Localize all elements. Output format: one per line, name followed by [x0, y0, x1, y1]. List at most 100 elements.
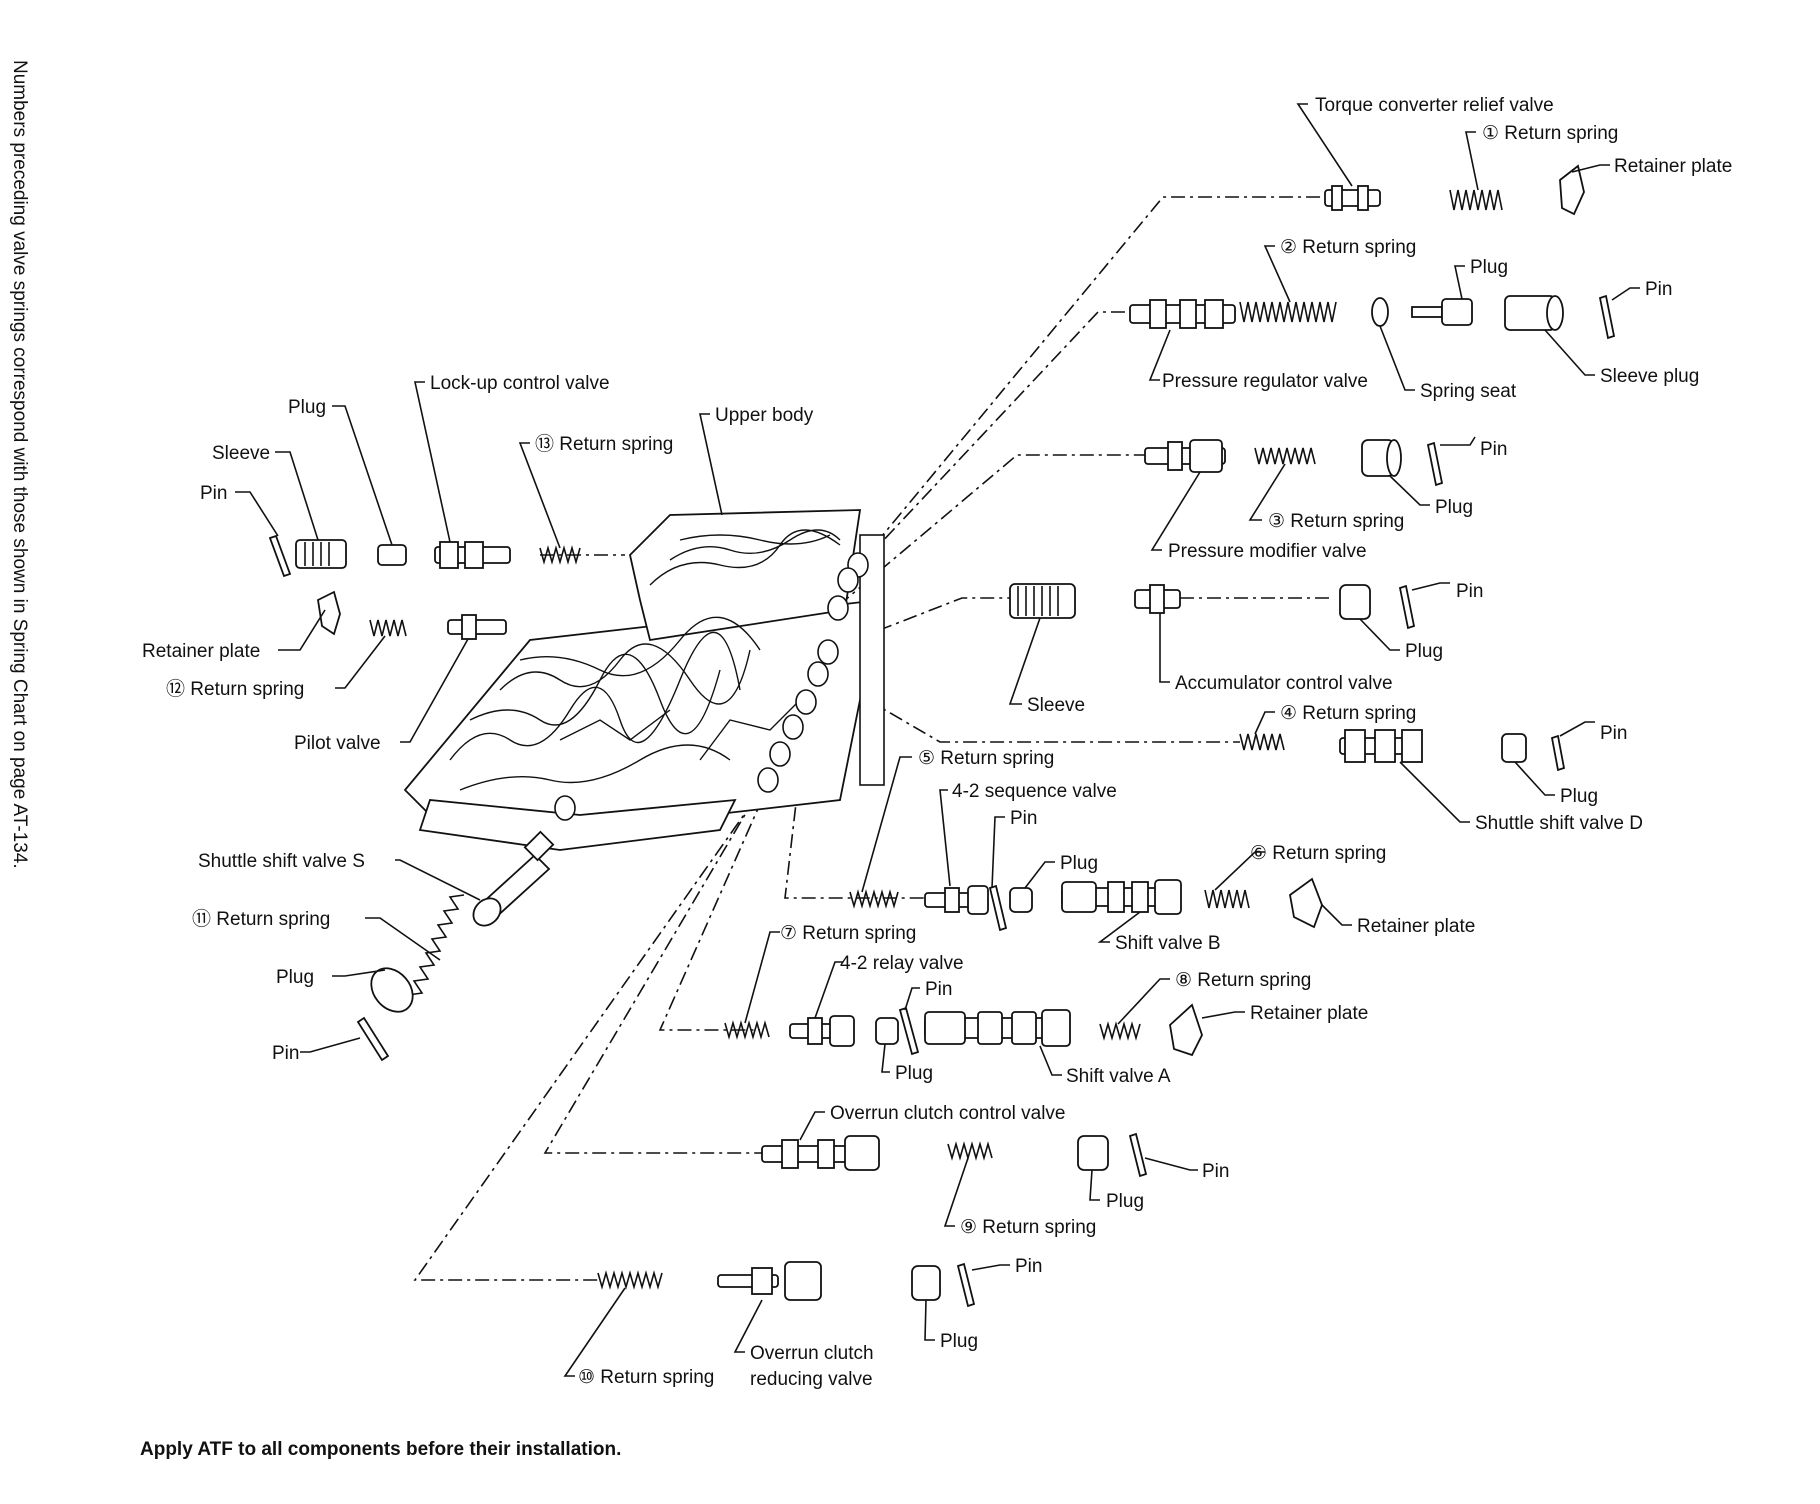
accumulator-control-valve-part [1134, 584, 1181, 614]
label-shuttle-shift-valve-d: Shuttle shift valve D [1475, 813, 1643, 834]
label-return-spring-1: ① Return spring [1482, 123, 1618, 144]
label-pin-reducing: Pin [1015, 1256, 1042, 1277]
overrun-clutch-control-valve-part [761, 1135, 880, 1171]
label-return-spring-11: ⑪ Return spring [192, 908, 330, 930]
label-plug-reducing: Plug [940, 1331, 978, 1352]
label-shift-valve-a: Shift valve A [1066, 1066, 1171, 1087]
return-spring-2-part [1239, 301, 1337, 323]
label-plug-relay: Plug [895, 1063, 933, 1084]
label-sleeve-plug: Sleeve plug [1600, 366, 1699, 387]
lock-up-control-valve-part [434, 541, 511, 569]
plug-shuttle-d-part [1501, 733, 1527, 763]
label-relay-valve-4-2: 4-2 relay valve [840, 953, 964, 974]
label-return-spring-12: ⑫ Return spring [166, 678, 304, 700]
label-sleeve-left: Sleeve [212, 443, 270, 464]
pin-relay-part [898, 1006, 920, 1056]
sleeve-plug-part [1504, 295, 1564, 331]
label-plug-accumulator: Plug [1405, 641, 1443, 662]
label-pressure-regulator-valve: Pressure regulator valve [1162, 371, 1368, 392]
side-note: Numbers preceding valve springs correspo… [9, 60, 30, 869]
footer-note: Apply ATF to all components before their… [140, 1439, 621, 1460]
return-spring-8-part [1099, 1021, 1141, 1041]
relay-valve-4-2-part [789, 1015, 855, 1047]
pin-top-part [1598, 294, 1616, 340]
label-plug-top: Plug [1470, 257, 1508, 278]
label-sleeve-accumulator: Sleeve [1027, 695, 1085, 716]
label-pilot-valve: Pilot valve [294, 733, 381, 754]
label-return-spring-3: ③ Return spring [1268, 511, 1404, 532]
sleeve-accumulator-part [1009, 583, 1076, 619]
pin-left-part [268, 534, 292, 578]
return-spring-11-part [407, 894, 465, 996]
label-overrun-clutch: Overrun clutch [750, 1343, 874, 1364]
plug-modifier-part [1361, 439, 1402, 477]
torque-converter-relief-valve-part [1324, 185, 1381, 211]
label-plug-overrun: Plug [1106, 1191, 1144, 1212]
shift-valve-a-part [924, 1009, 1071, 1047]
return-spring-13-part [539, 545, 581, 565]
components [268, 164, 1616, 1308]
label-accumulator-control-valve: Accumulator control valve [1175, 673, 1393, 694]
return-spring-5-part [849, 889, 899, 909]
label-return-spring-8: ⑧ Return spring [1175, 970, 1311, 991]
plug-top-part [1411, 298, 1473, 326]
label-return-spring-13: ⑬ Return spring [535, 433, 673, 455]
label-retainer-plate-a: Retainer plate [1250, 1003, 1368, 1024]
label-pin-shuttle-d: Pin [1600, 723, 1627, 744]
labels: Torque converter relief valve ① Return s… [142, 95, 1732, 1390]
label-upper-body: Upper body [715, 405, 814, 426]
shuttle-shift-valve-d-part [1339, 729, 1423, 763]
label-retainer-plate-b: Retainer plate [1357, 916, 1475, 937]
label-plug-bottom-left: Plug [276, 967, 314, 988]
label-return-spring-7: ⑦ Return spring [780, 923, 916, 944]
shift-valve-b-part [1061, 879, 1182, 915]
label-pressure-modifier-valve: Pressure modifier valve [1168, 541, 1367, 562]
pin-modifier-part [1426, 441, 1444, 487]
label-overrun-clutch-control-valve: Overrun clutch control valve [830, 1103, 1066, 1124]
sequence-valve-4-2-part [924, 885, 989, 915]
return-spring-3-part [1254, 447, 1316, 465]
pressure-regulator-valve-part [1129, 299, 1236, 329]
plug-overrun-part [1077, 1135, 1109, 1171]
label-plug-left: Plug [288, 397, 326, 418]
pin-bottom-left-part [356, 1016, 390, 1062]
plug-bottom-left-part [370, 967, 414, 1013]
overrun-clutch-reducing-valve-part [717, 1261, 822, 1301]
plug-reducing-part [911, 1265, 941, 1301]
pin-reducing-part [956, 1262, 976, 1308]
label-pin-overrun: Pin [1202, 1161, 1229, 1182]
pilot-valve-part [447, 614, 507, 640]
retainer-plate-b-part [1289, 877, 1323, 929]
label-retainer-plate-left: Retainer plate [142, 641, 260, 662]
plug-accumulator-part [1339, 584, 1371, 620]
retainer-plate-left-part [317, 590, 341, 636]
label-spring-seat: Spring seat [1420, 381, 1517, 402]
shuttle-shift-valve-s-part [472, 830, 555, 927]
label-plug-modifier: Plug [1435, 497, 1473, 518]
valve-body [403, 509, 885, 851]
label-pin-sequence: Pin [1010, 808, 1037, 829]
pin-sequence-part [988, 884, 1008, 932]
label-return-spring-9: ⑨ Return spring [960, 1217, 1096, 1238]
plug-relay-part [875, 1017, 899, 1045]
plug-left-part [377, 544, 407, 566]
label-pin-accumulator: Pin [1456, 581, 1483, 602]
label-pin-left: Pin [200, 483, 227, 504]
label-torque-converter-relief-valve: Torque converter relief valve [1315, 95, 1554, 116]
label-reducing-valve: reducing valve [750, 1369, 873, 1390]
label-pin-relay: Pin [925, 979, 952, 1000]
return-spring-12-part [369, 619, 407, 637]
plug-sequence-part [1009, 887, 1033, 913]
label-retainer-plate-top: Retainer plate [1614, 156, 1732, 177]
label-plug-shuttle-d: Plug [1560, 786, 1598, 807]
spring-seat-part [1371, 297, 1389, 327]
label-return-spring-10: ⑩ Return spring [578, 1367, 714, 1388]
return-spring-1-part [1449, 189, 1503, 211]
pin-overrun-part [1128, 1132, 1148, 1178]
return-spring-6-part [1204, 889, 1250, 909]
label-return-spring-6: ⑥ Return spring [1250, 843, 1386, 864]
label-pin-top: Pin [1645, 279, 1672, 300]
pin-accumulator-part [1398, 584, 1416, 630]
label-return-spring-5: ⑤ Return spring [918, 748, 1054, 769]
